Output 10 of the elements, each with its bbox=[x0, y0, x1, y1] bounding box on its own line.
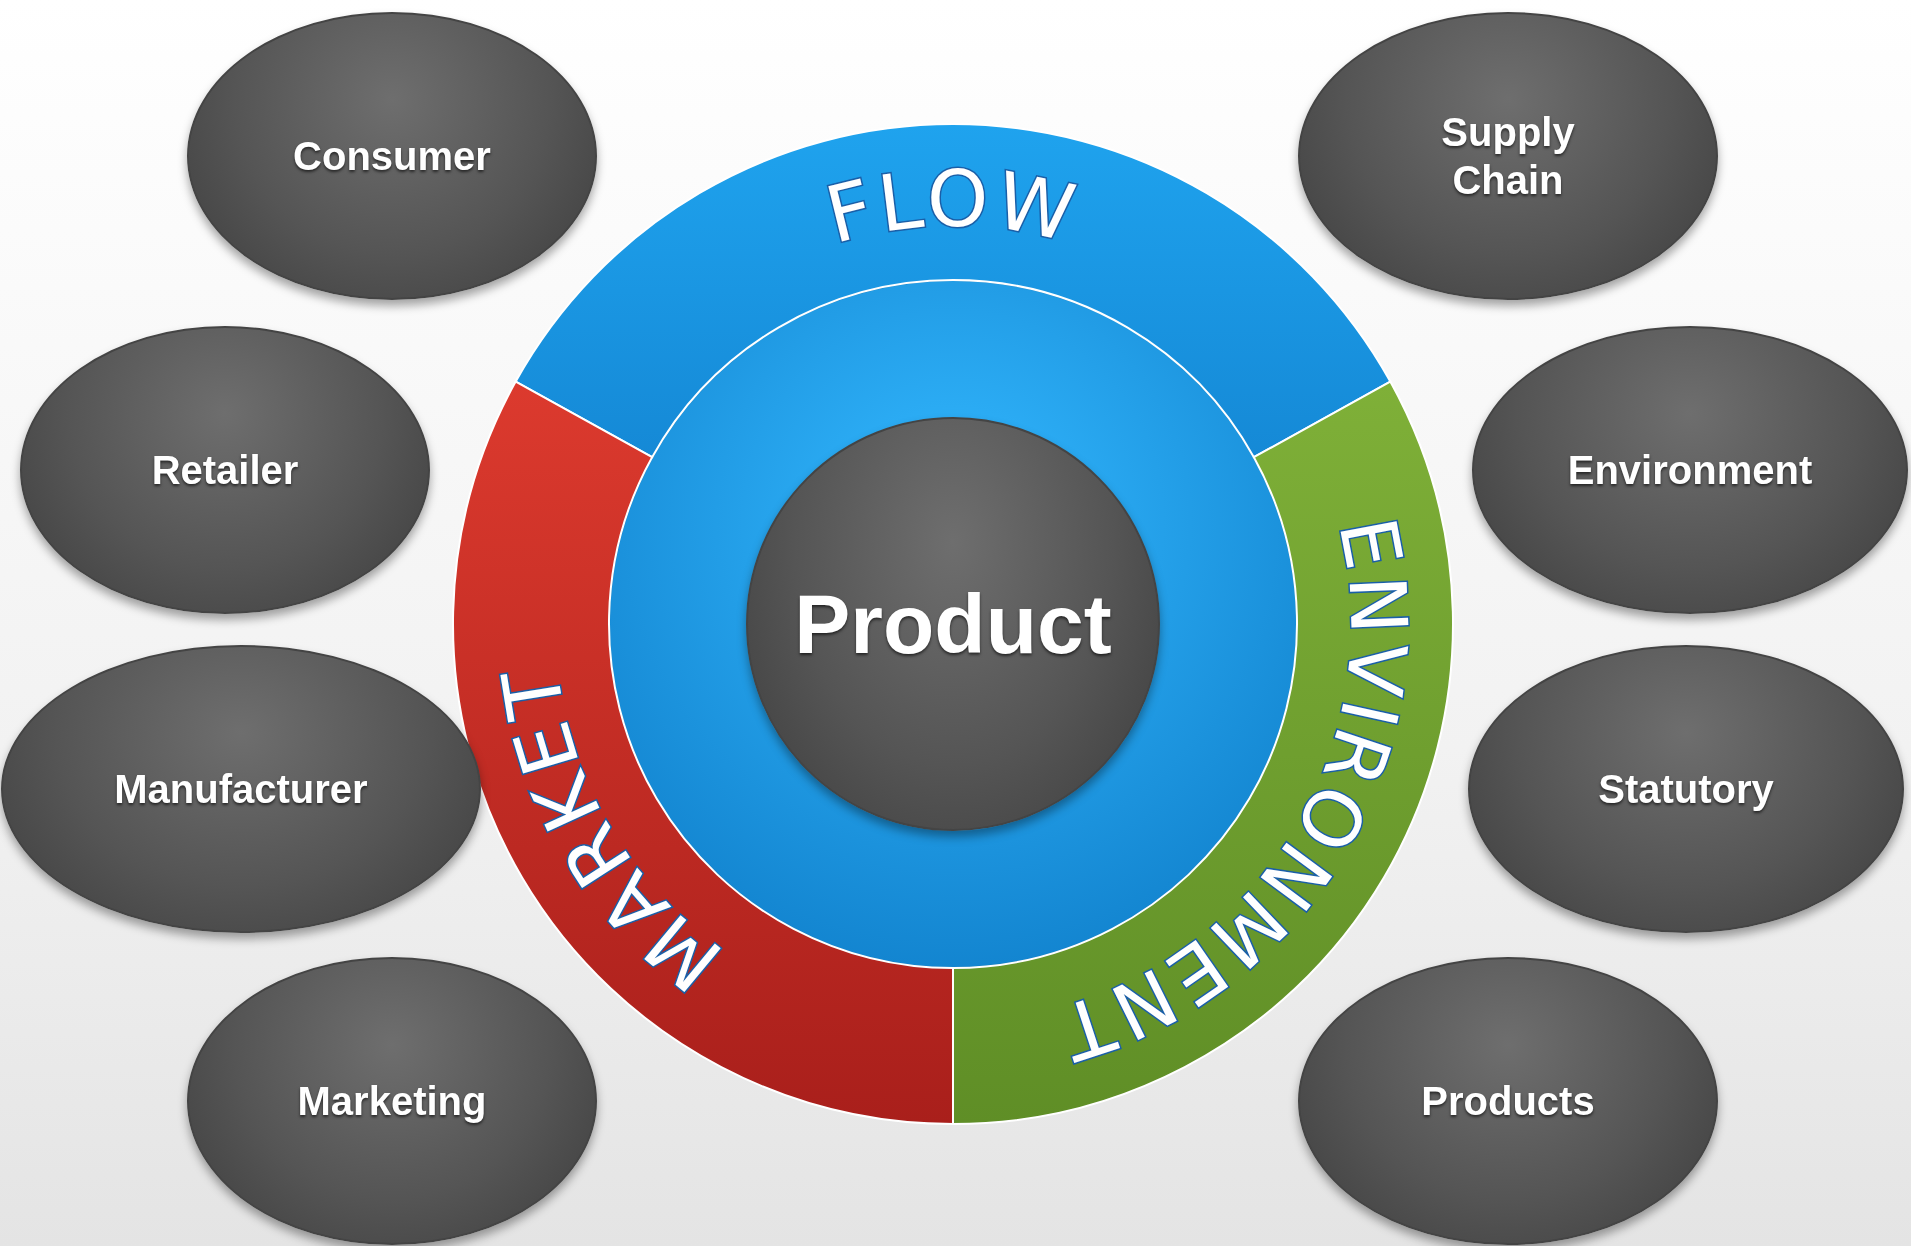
segment-label: FLOW bbox=[817, 153, 1086, 261]
ring-segment bbox=[514, 124, 1392, 459]
node-label: Statutory bbox=[1598, 766, 1774, 813]
node-label: Environment bbox=[1567, 447, 1813, 494]
node-label: Marketing bbox=[297, 1078, 487, 1125]
node-label: Manufacturer bbox=[114, 766, 368, 813]
node-label: Consumer bbox=[293, 133, 491, 180]
node-label: Supply Chain bbox=[1440, 109, 1576, 204]
node-label: Retailer bbox=[151, 447, 299, 494]
node-label: Products bbox=[1421, 1078, 1595, 1125]
